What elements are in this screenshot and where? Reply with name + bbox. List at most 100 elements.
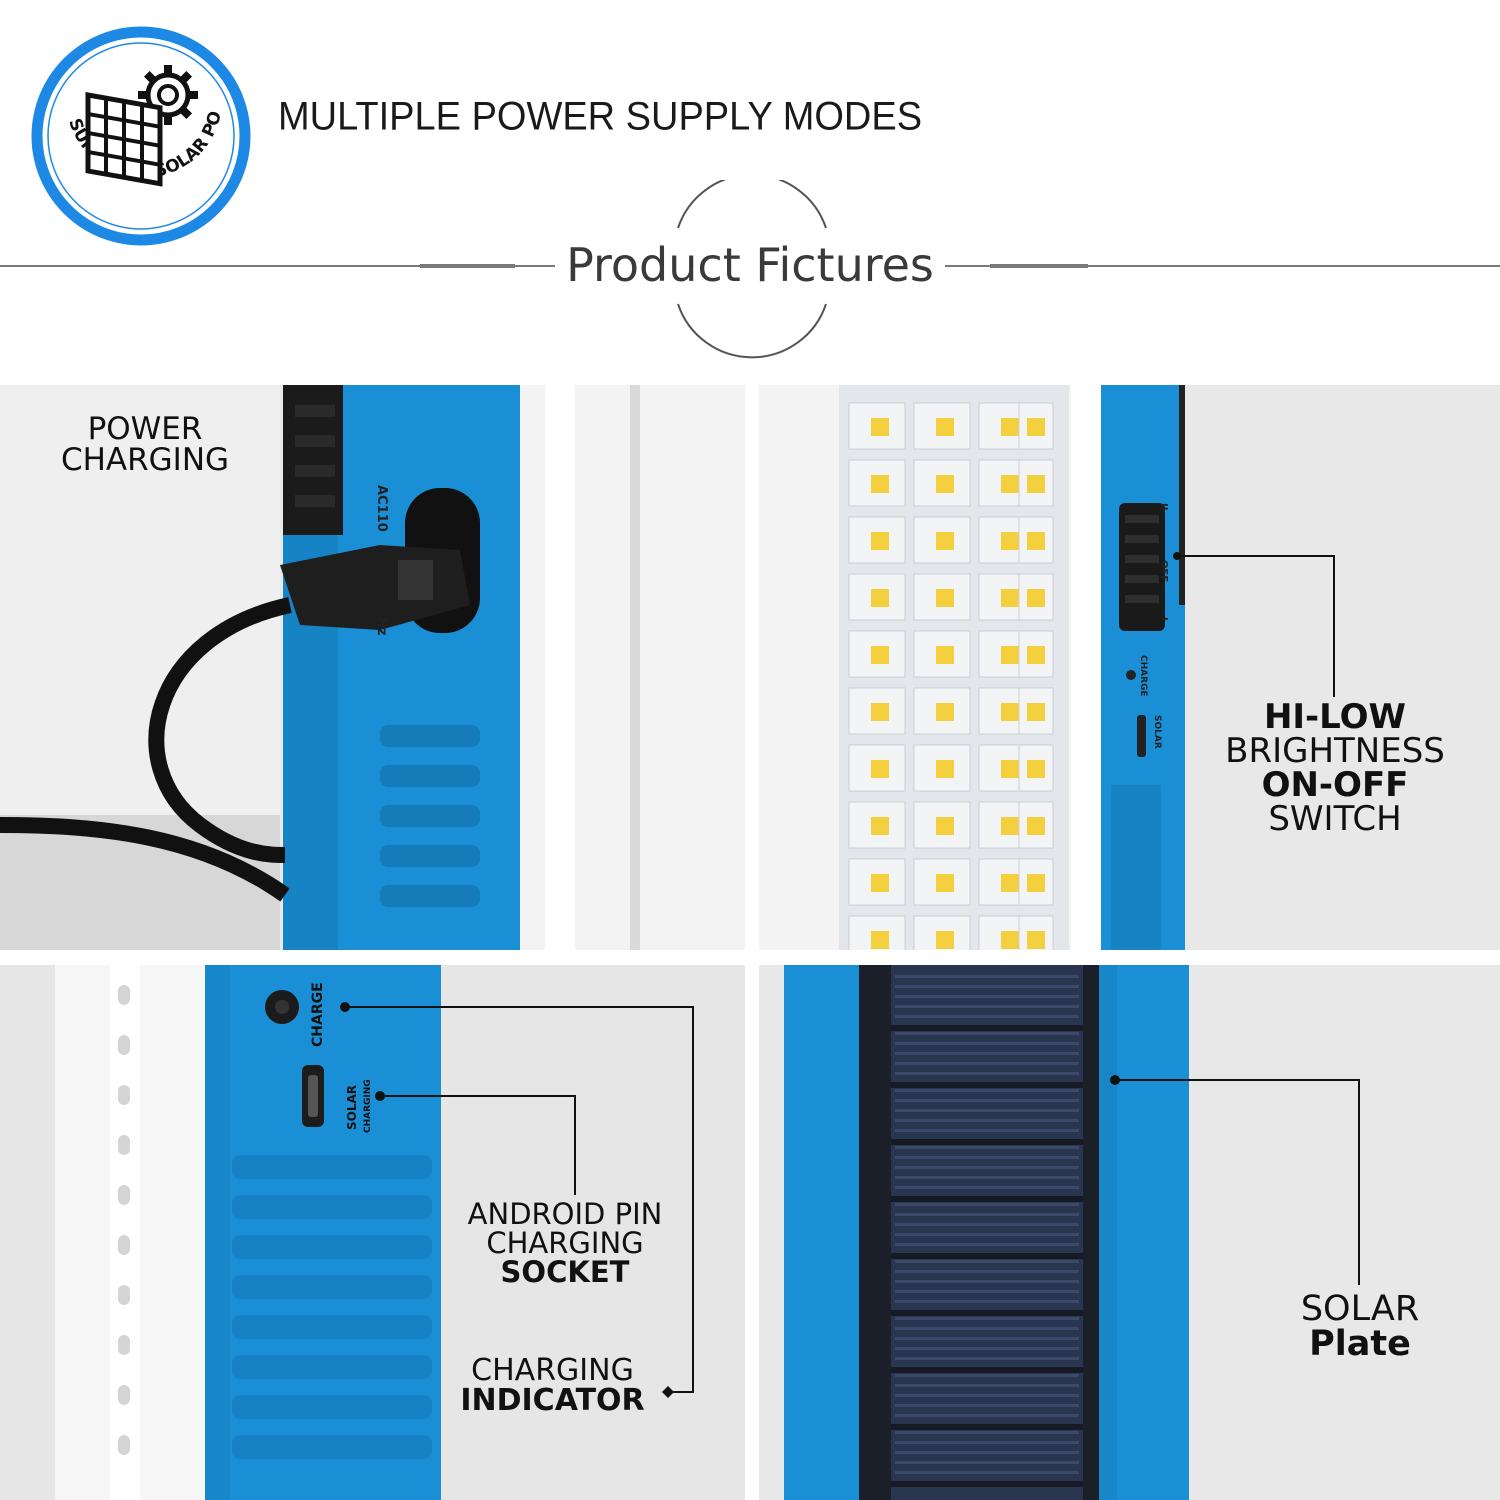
solar-cell-line <box>895 1461 1079 1464</box>
switch-label: HI-LOW BRIGHTNESS ON-OFF SWITCH <box>1205 700 1465 836</box>
led-cell <box>1018 744 1054 792</box>
led-chip <box>871 418 889 436</box>
solar-cell-separator <box>891 1025 1083 1031</box>
switch-tiny-ii: II <box>1158 503 1169 510</box>
led-chip <box>936 418 954 436</box>
switch-label-line4: SWITCH <box>1268 799 1402 839</box>
solar-cell-line <box>895 1431 1079 1434</box>
solar-label-line1: SOLAR <box>1300 1289 1420 1329</box>
solar-cell-line <box>895 1270 1079 1273</box>
solar-cell-separator <box>891 1139 1083 1145</box>
led-chip <box>936 703 954 721</box>
led-chip <box>1027 532 1045 550</box>
solar-cell-line <box>895 1099 1079 1102</box>
solar-plate-photo <box>759 965 1500 1500</box>
solar-cell-line <box>895 1129 1079 1132</box>
solar-cell-line <box>895 975 1079 978</box>
power-label-line1: POWER <box>87 411 203 447</box>
solar-cell-line <box>895 1394 1079 1397</box>
solar-cell-line <box>895 1337 1079 1340</box>
solar-cell-line <box>895 1327 1079 1330</box>
solar-cell-line <box>895 1005 1079 1008</box>
solar-cell-line <box>895 1347 1079 1350</box>
solar-cell-line <box>895 1146 1079 1149</box>
led-chip <box>1001 817 1019 835</box>
solar-cell-line <box>895 1015 1079 1018</box>
solar-plate-label: SOLAR Plate <box>1260 1292 1460 1362</box>
solar-cell-line <box>895 1300 1079 1303</box>
led-chip <box>936 817 954 835</box>
solar-cell-line <box>895 1441 1079 1444</box>
led-chip <box>936 475 954 493</box>
led-chip <box>1001 475 1019 493</box>
led-chip <box>936 760 954 778</box>
power-label-line2: CHARGING <box>60 442 230 478</box>
headline: MULTIPLE POWER SUPPLY MODES <box>278 94 923 140</box>
power-charging-label: POWER CHARGING <box>40 414 250 476</box>
switch-tiny-i: I <box>1158 617 1169 621</box>
indicator-label-line1: CHARGING <box>471 1353 634 1388</box>
solar-panel-gear-icon <box>85 65 198 187</box>
solar-cell-line <box>895 1357 1079 1360</box>
led-chip <box>936 931 954 949</box>
solar-cell-line <box>895 1119 1079 1122</box>
solar-cell-line <box>895 1374 1079 1377</box>
solar-cell-line <box>895 1280 1079 1283</box>
led-chip <box>936 646 954 664</box>
led-chip <box>871 760 889 778</box>
led-chip <box>1001 874 1019 892</box>
socket-label-line1: ANDROID PIN <box>467 1197 663 1231</box>
led-chip <box>936 532 954 550</box>
led-chip <box>1001 589 1019 607</box>
switch-tiny-charge: CHARGE <box>1138 655 1148 697</box>
solar-cell-line <box>895 1042 1079 1045</box>
solar-cell-line <box>895 1260 1079 1263</box>
socket-photo: CHARGE SOLAR CHARGING <box>0 965 745 1500</box>
socket-tiny-charge: CHARGE <box>310 982 326 1047</box>
led-chip <box>1027 589 1045 607</box>
solar-cell-line <box>895 1223 1079 1226</box>
solar-cell-line <box>895 1089 1079 1092</box>
solar-cell-line <box>895 1109 1079 1112</box>
led-switch-photo: CHARGE SOLAR OFF I II <box>759 385 1500 950</box>
android-socket-label: ANDROID PIN CHARGING SOCKET <box>440 1200 690 1287</box>
led-chip <box>1001 646 1019 664</box>
led-grid <box>848 402 1054 950</box>
socket-tiny-solar: SOLAR <box>345 1085 359 1130</box>
solar-cell-line <box>895 1290 1079 1293</box>
led-chip <box>1001 703 1019 721</box>
led-chip <box>1027 475 1045 493</box>
solar-label-line2: Plate <box>1309 1324 1411 1364</box>
solar-cells <box>891 975 1083 1487</box>
solar-cell-line <box>895 1213 1079 1216</box>
led-chip <box>1001 418 1019 436</box>
printed-voltage: AC110 <box>374 485 389 532</box>
socket-label-line2: CHARGING <box>486 1226 644 1260</box>
solar-power-badge: SUPPORT'S SOLAR POWER <box>30 25 251 246</box>
switch-label-line3: ON-OFF <box>1261 765 1409 805</box>
solar-cell-line <box>895 1203 1079 1206</box>
led-cell <box>913 744 971 792</box>
led-chip <box>871 532 889 550</box>
led-chip <box>1001 931 1019 949</box>
solar-cell-line <box>895 1032 1079 1035</box>
solar-cell-line <box>895 1072 1079 1075</box>
solar-cell-line <box>895 1317 1079 1320</box>
led-chip <box>936 589 954 607</box>
section-divider <box>0 180 1500 359</box>
solar-cell-separator <box>891 1367 1083 1373</box>
led-chip <box>871 874 889 892</box>
solar-cell-separator <box>891 1310 1083 1316</box>
switch-tiny-off: OFF <box>1158 560 1169 582</box>
switch-label-line1: HI-LOW <box>1263 697 1407 737</box>
led-chip <box>1027 418 1045 436</box>
power-charging-photo: AC110 Hz <box>0 385 745 950</box>
solar-cell-line <box>895 1243 1079 1246</box>
solar-cell-line <box>895 1233 1079 1236</box>
switch-tiny-solar: SOLAR <box>1152 715 1162 749</box>
solar-cell-line <box>895 1451 1079 1454</box>
solar-cell-line <box>895 1471 1079 1474</box>
solar-cell-line <box>895 1186 1079 1189</box>
led-chip <box>1027 646 1045 664</box>
printed-hz: Hz <box>374 617 389 635</box>
